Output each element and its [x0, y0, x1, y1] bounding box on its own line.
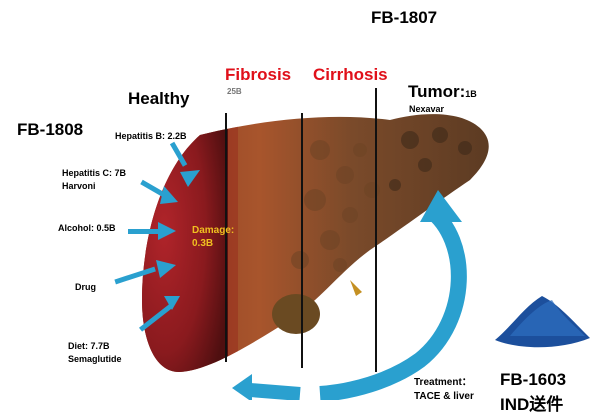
cause-alcohol: Alcohol: 0.5B: [58, 223, 116, 233]
stage-fibrosis-value: 25B: [227, 87, 242, 96]
code-fb-1808: FB-1808: [17, 120, 84, 139]
blue-powder-image: [495, 296, 590, 348]
stage-tumor-value: 1B: [465, 89, 477, 99]
arrow-hepatitis-b: [169, 141, 200, 187]
tumor-drug: Nexavar: [409, 104, 445, 114]
treatment-label: Treatment：: [414, 377, 472, 388]
stage-healthy: Healthy: [128, 89, 190, 108]
cause-drug: Drug: [75, 282, 96, 292]
arrow-hepatitis-c: [140, 179, 178, 204]
arrow-drug: [114, 260, 176, 285]
treatment-sub: TACE & liver: [414, 391, 474, 402]
cause-hepatitis-c-drug: Harvoni: [62, 181, 96, 191]
code-fb-1603: FB-1603: [500, 370, 567, 389]
cause-hepatitis-b: Hepatitis B: 2.2B: [115, 131, 187, 141]
cirrhosis-nodules: [291, 140, 380, 272]
stage-tumor-label: Tumor:: [408, 82, 466, 101]
stage-cirrhosis: Cirrhosis: [313, 65, 388, 84]
damage-label: Damage:: [192, 225, 235, 236]
code-fb-1807: FB-1807: [371, 8, 438, 27]
liver-illustration: [114, 88, 590, 400]
stage-dividers: [225, 88, 377, 372]
stage-fibrosis: Fibrosis: [225, 65, 292, 84]
arrow-alcohol: [128, 222, 176, 240]
tumor-lumps: [389, 127, 472, 191]
code-fb-1603-sub: IND送件: [500, 395, 564, 414]
cause-diet-drug: Semaglutide: [68, 354, 122, 364]
damage-value: 0.3B: [192, 238, 214, 249]
bile-duct: [350, 280, 362, 296]
liver-shape: [142, 114, 489, 373]
treatment-cycle-arrow: [232, 190, 467, 400]
arrow-diet: [139, 296, 180, 332]
cause-arrows: [114, 141, 200, 332]
gallbladder: [272, 294, 320, 334]
cause-hepatitis-c: Hepatitis C: 7B: [62, 168, 127, 178]
cause-diet: Diet: 7.7B: [68, 341, 110, 351]
stage-tumor: Tumor:1B: [408, 82, 477, 102]
